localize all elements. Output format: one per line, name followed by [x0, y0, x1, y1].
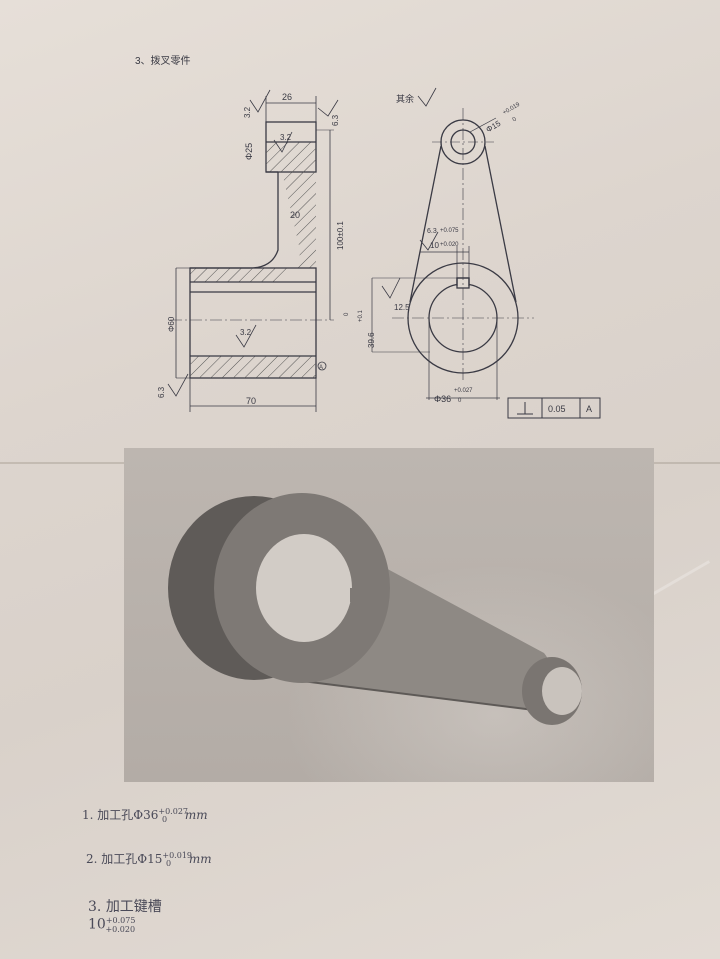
dim-phi36: Φ36: [434, 394, 451, 404]
note-2-prefix: 2.: [86, 852, 98, 866]
key-tol-low: +0.020: [440, 242, 459, 248]
perp-value: 0.05: [548, 404, 566, 414]
section-title: 3、拨叉零件: [135, 54, 191, 67]
rough-other: 其余: [396, 93, 414, 104]
engineering-drawing: 3、拨叉零件: [135, 54, 601, 419]
section-view: [167, 89, 339, 412]
note-3-prefix: 3.: [88, 899, 102, 915]
part-3d-render: [124, 448, 654, 782]
dim-height: 100±0.1: [336, 221, 345, 250]
key-depth-tol-low: 0: [344, 312, 350, 316]
note-1-unit: mm: [184, 808, 208, 822]
note-3-sub: +0.020: [105, 925, 136, 935]
note-2: 2. 加工孔Φ15+0.0190 mm: [86, 850, 212, 868]
note-3: 3. 加工键槽 10+0.075+0.020: [88, 896, 213, 934]
note-3-sup: +0.075: [105, 916, 136, 925]
rough-big: 3.2: [240, 328, 252, 337]
key-width: 10: [430, 241, 439, 250]
key-rough: 6.3: [427, 228, 437, 235]
rough-small: 3.2: [280, 133, 292, 142]
note-1-text: 加工孔Φ36: [97, 808, 159, 822]
key-tol-up: +0.075: [440, 228, 459, 234]
dim-phi-big: Φ60: [167, 316, 176, 332]
note-1-prefix: 1.: [82, 808, 94, 822]
note-1-sup: +0.027: [158, 807, 188, 816]
note-1: 1. 加工孔Φ36+0.0270 mm: [82, 806, 208, 824]
dim-top-width: 26: [282, 92, 292, 102]
key-depth-tol-up: +0.1: [358, 309, 364, 322]
note-2-unit: mm: [188, 852, 212, 866]
dim-phi-small: Φ25: [244, 143, 254, 160]
note-1-sub: 0: [162, 815, 168, 825]
dim-length: 70: [246, 396, 256, 406]
perp-datum: A: [586, 404, 592, 414]
rough-left: 6.3: [157, 386, 166, 398]
rough-top: 3.2: [243, 106, 252, 118]
render-image: [168, 493, 582, 725]
render-big-bore: [256, 534, 352, 642]
dim-phi15-tol-up: +0.019: [502, 102, 522, 117]
rough-bore: 12.5: [394, 303, 410, 312]
datum-a-label: A: [319, 365, 323, 371]
note-3-text: 加工键槽 10: [88, 899, 162, 933]
render-small-bore: [542, 667, 582, 715]
note-2-text: 加工孔Φ15: [101, 852, 163, 866]
rough-right: 6.3: [331, 114, 340, 126]
note-2-sup: +0.019: [162, 851, 192, 860]
dim-phi15-tol-low: 0: [512, 116, 518, 123]
top-view: [371, 87, 601, 419]
note-2-sub: 0: [166, 859, 172, 869]
dim-phi15: Φ15: [485, 119, 503, 135]
dim-rib: 20: [290, 210, 300, 220]
dim-phi36-tol-low: 0: [458, 398, 462, 404]
dim-phi36-tol-up: +0.027: [454, 388, 473, 394]
key-depth: 39.6: [367, 332, 376, 348]
